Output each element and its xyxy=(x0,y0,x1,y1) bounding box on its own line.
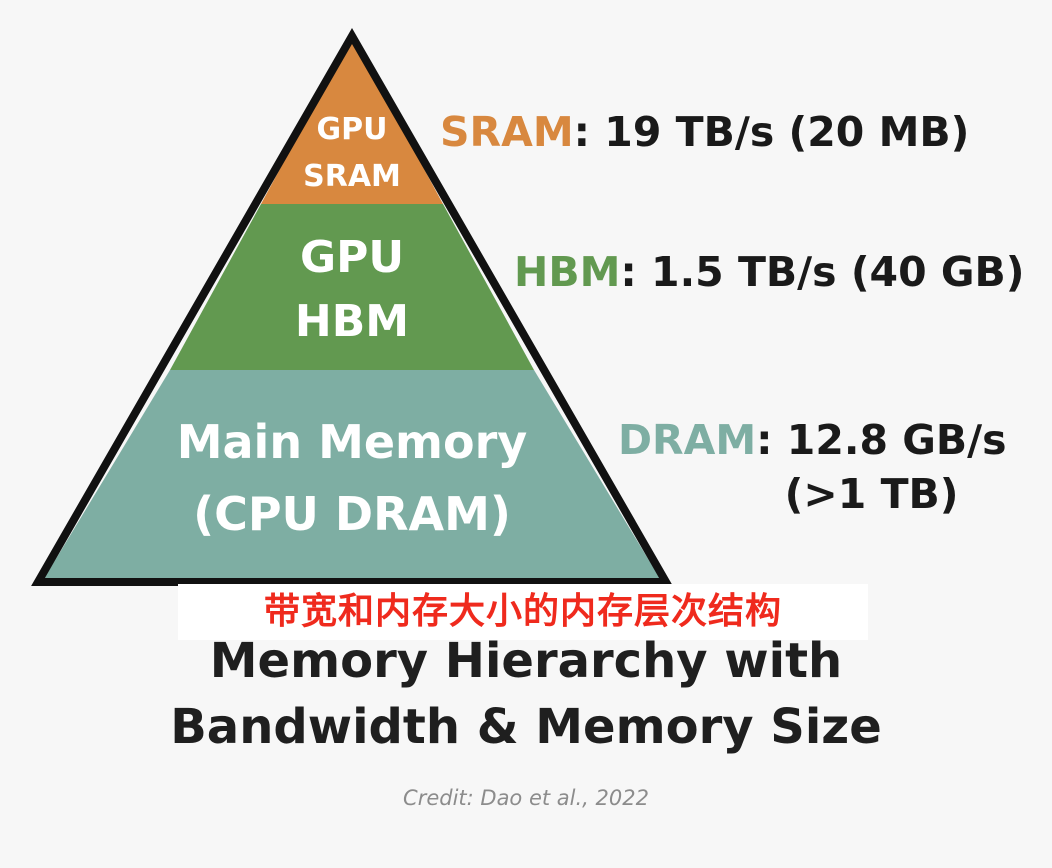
dram-spec-label: DRAM: 12.8 GB/s (>1 TB) xyxy=(618,416,1007,518)
tier-sram xyxy=(261,36,443,204)
dram-size: (>1 TB) xyxy=(784,470,959,518)
figure-title-line1: Memory Hierarchy with xyxy=(209,633,843,689)
sram-spec: : 19 TB/s (20 MB) xyxy=(573,108,970,156)
figure-title: Memory Hierarchy with Bandwidth & Memory… xyxy=(0,628,1052,760)
sram-name: SRAM xyxy=(440,108,574,156)
pyramid-outline xyxy=(31,27,673,586)
tier-main-memory xyxy=(42,370,662,582)
credit-line: Credit: Dao et al., 2022 xyxy=(403,786,649,810)
tier-main-memory-label-line1: Main Memory xyxy=(177,415,528,469)
dram-name: DRAM xyxy=(618,416,757,464)
hbm-name: HBM xyxy=(514,248,621,296)
dram-spec: : 12.8 GB/s xyxy=(756,416,1007,464)
tier-hbm-label-line1: GPU xyxy=(300,232,404,283)
tier-main-memory-label-line2: (CPU DRAM) xyxy=(193,487,511,541)
tier-hbm xyxy=(170,204,534,370)
tier-hbm-label-line2: HBM xyxy=(295,296,409,347)
hbm-spec: : 1.5 TB/s (40 GB) xyxy=(620,248,1025,296)
figure-title-line2: Bandwidth & Memory Size xyxy=(170,699,882,755)
sram-spec-label: SRAM: 19 TB/s (20 MB) xyxy=(440,108,969,156)
hbm-spec-label: HBM: 1.5 TB/s (40 GB) xyxy=(514,248,1025,296)
tier-sram-label-line1: GPU xyxy=(317,112,388,147)
chinese-caption: 带宽和内存大小的内存层次结构 xyxy=(178,584,868,640)
tier-sram-label-line2: SRAM xyxy=(303,159,401,194)
